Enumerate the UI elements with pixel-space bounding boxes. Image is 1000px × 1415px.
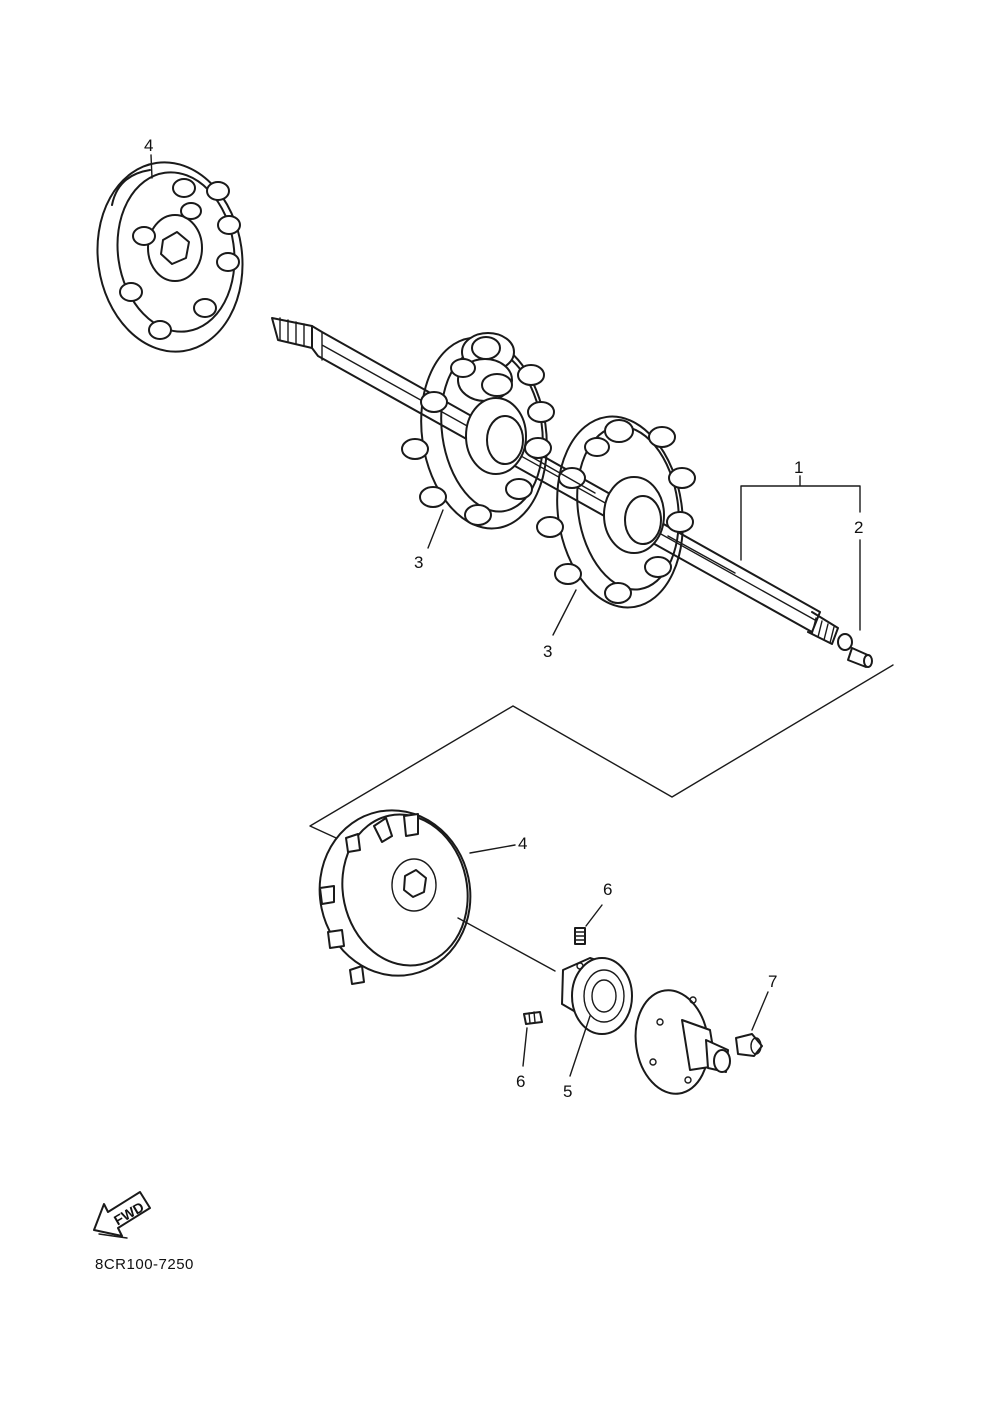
- wheel-bottom: [318, 809, 472, 985]
- callout-3a-leader: [427, 509, 444, 549]
- fwd-arrow-icon: FWD: [93, 1191, 151, 1239]
- assembly-outline: [309, 664, 894, 849]
- callout-2: 2: [854, 518, 863, 537]
- callout-7: 7: [768, 972, 777, 991]
- fwd-label: FWD: [111, 1198, 147, 1228]
- set-screw-top: [574, 927, 586, 945]
- callout-4b-leader: [469, 844, 516, 854]
- sprocket-front: [536, 415, 696, 609]
- set-screw-bottom: [523, 1011, 543, 1025]
- bearing-housing: [561, 957, 633, 1035]
- callout-6a-leader: [585, 904, 603, 927]
- shaft-collar: [837, 633, 873, 668]
- callout-4-top: 4: [144, 136, 153, 155]
- callout-5-leader: [569, 1015, 591, 1077]
- callout-7-leader: [751, 991, 769, 1031]
- callout-6-bottom: 6: [516, 1072, 525, 1091]
- drive-shaft: [271, 317, 839, 645]
- sprocket-rear: [401, 332, 555, 530]
- callout-3-front: 3: [543, 642, 552, 661]
- diagram-part-code: 8CR100-7250: [95, 1256, 194, 1273]
- callout-1-bracket: [740, 475, 861, 631]
- callout-4-bottom: 4: [518, 834, 527, 853]
- shaft-overlay: [529, 455, 736, 574]
- callout-3-rear: 3: [414, 553, 423, 572]
- wheel-to-bearing-line: [457, 917, 556, 972]
- callout-1: 1: [794, 458, 803, 477]
- callout-6b-leader: [522, 1027, 528, 1067]
- axle-flange: [634, 989, 731, 1095]
- callout-4a-leader: [150, 154, 153, 179]
- callout-5: 5: [563, 1082, 572, 1101]
- wheel-top-left: [96, 161, 244, 353]
- callout-3b-leader: [552, 589, 577, 636]
- callout-6-top: 6: [603, 880, 612, 899]
- nut: [735, 1033, 763, 1057]
